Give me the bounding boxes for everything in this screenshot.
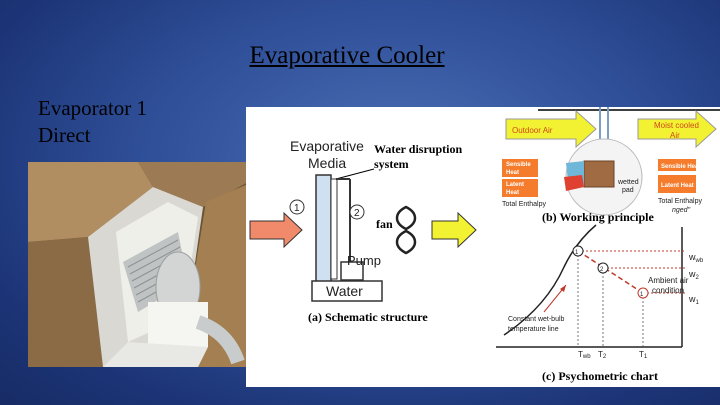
marker-1: 1 <box>294 203 300 214</box>
schematic-caption: (a) Schematic structure <box>308 310 428 324</box>
diagram-panel: Evaporative Media Water disruption syste… <box>246 107 720 387</box>
evaporator-photo <box>28 162 248 367</box>
slide-label: Evaporator 1 Direct <box>38 95 147 149</box>
saturation-curve <box>503 224 597 336</box>
point-3-label: 1 <box>640 292 644 298</box>
twb-label: Twb <box>578 350 591 360</box>
w2-label: w2 <box>688 269 700 281</box>
ambient-label-2: condition <box>652 286 684 295</box>
inlet-air-arrow <box>249 211 303 249</box>
wet-bulb-label-2: temperature line <box>508 326 559 333</box>
sensible-heat-right: Sensible Heat <box>661 164 700 170</box>
latent-heat-right: Latent Heat <box>661 183 694 189</box>
moist-air-label-1: Moist cooled <box>654 121 699 130</box>
evaporative-media <box>315 174 332 286</box>
moist-air-arrow <box>637 109 717 149</box>
latent-heat-box-left <box>502 179 538 197</box>
psychrometric-chart: 1 2 1 wwb w2 w1 Ambient air condition Co… <box>496 224 704 383</box>
pump-box <box>340 261 364 281</box>
point-2-label: 2 <box>600 267 604 273</box>
psychrometric-caption: (c) Psychometric chart <box>542 369 658 383</box>
pump-label: Pump <box>347 253 381 268</box>
outdoor-air-label: Outdoor Air <box>512 126 553 135</box>
t2-label: T2 <box>598 350 607 360</box>
marker-2: 2 <box>354 208 360 219</box>
water-system-label-1: Water disruption <box>374 142 462 156</box>
sensible-heat-box-right <box>658 159 696 171</box>
water-label: Water <box>326 283 363 299</box>
wetted-pad-graphic <box>583 160 615 188</box>
latent-heat-l1: Latent <box>506 182 524 188</box>
sensible-heat-l1: Sensible <box>506 162 531 168</box>
slide-title: Evaporative Cooler <box>249 42 445 69</box>
sensible-heat-box-left <box>502 159 538 177</box>
working-principle: Outdoor Air Moist cooled Air wetted pad … <box>502 107 720 224</box>
total-enthalpy-right: Total Enthalpy <box>658 198 702 205</box>
moist-air-label-2: Air <box>670 131 680 140</box>
latent-heat-box-right <box>658 175 696 193</box>
schematic-structure: Evaporative Media Water disruption syste… <box>249 138 477 324</box>
w1-label: w1 <box>688 294 700 306</box>
working-principle-caption: (b) Working principle <box>542 210 654 224</box>
fan-label: fan <box>376 217 393 231</box>
sensible-heat-l2: Heat <box>506 170 519 176</box>
ambient-label-1: Ambient air <box>648 276 689 285</box>
unchanged-label: nged" <box>672 207 691 214</box>
label-line-1: Evaporator 1 <box>38 96 148 120</box>
wet-bulb-label-1: Constant wet-bulb <box>508 316 565 323</box>
media-label-2: Media <box>308 155 346 171</box>
wetted-pad-label-2: pad <box>622 187 634 194</box>
wetted-pad-label-1: wetted <box>617 179 639 186</box>
latent-heat-l2: Heat <box>506 190 519 196</box>
label-line-2: Direct <box>38 123 91 147</box>
wwb-label: wwb <box>688 252 704 264</box>
wet-bulb-line <box>577 250 644 294</box>
outlet-air-arrow <box>431 211 477 249</box>
t1-label: T1 <box>639 350 648 360</box>
point-1-label: 1 <box>575 250 579 256</box>
water-tank <box>311 280 383 302</box>
outdoor-air-arrow <box>505 109 597 149</box>
water-system-label-2: system <box>374 157 409 171</box>
fan-icon <box>395 205 417 255</box>
media-label-1: Evaporative <box>290 138 364 154</box>
total-enthalpy-left: Total Enthalpy <box>502 201 546 208</box>
